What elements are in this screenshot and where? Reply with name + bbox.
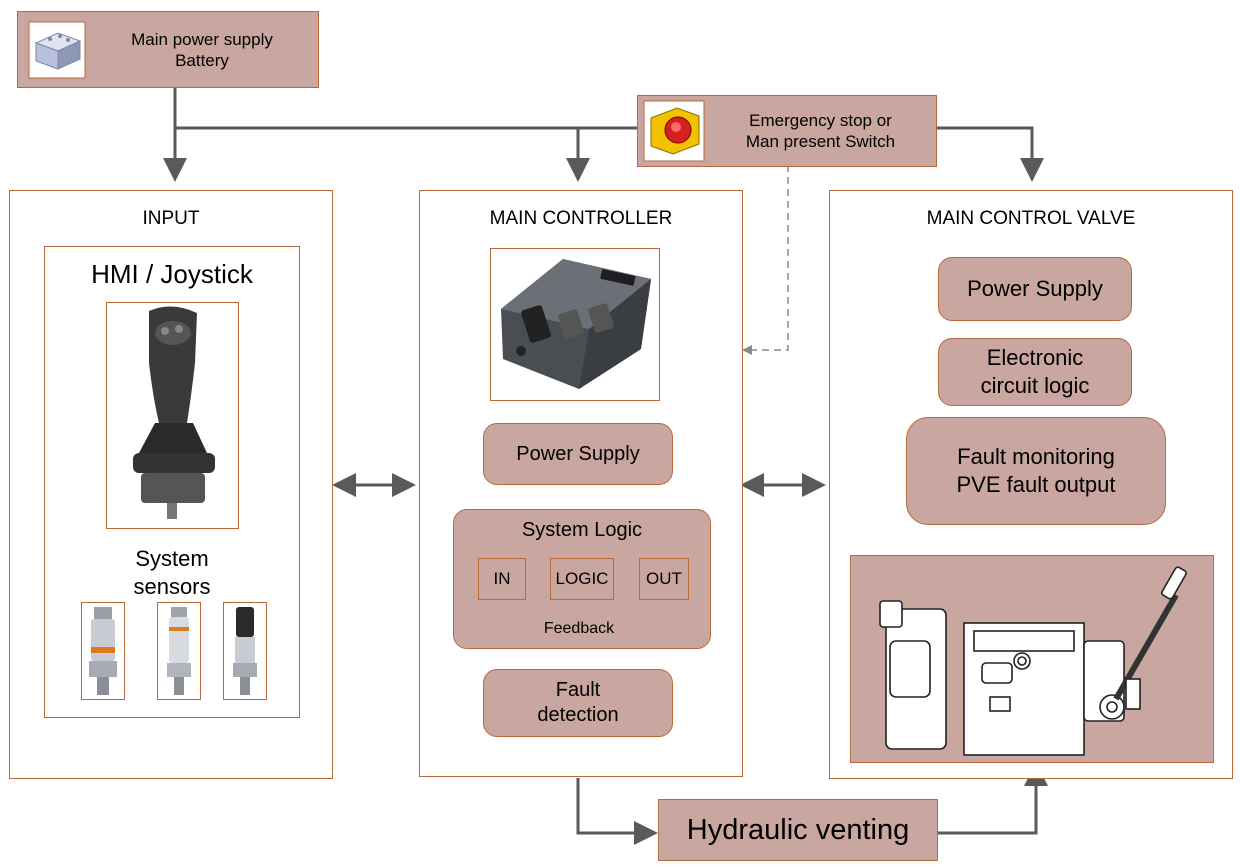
- controller-image-frame: [490, 248, 660, 401]
- emergency-stop-icon: [643, 100, 705, 162]
- system-logic-box: System Logic IN LOGIC OUT Feedback: [453, 509, 711, 649]
- control-valve-icon: [879, 566, 1187, 756]
- circuit-logic-line1: Electronic: [986, 345, 1084, 370]
- battery-box: Main power supply Battery: [17, 11, 319, 88]
- valve-power-supply: Power Supply: [938, 257, 1132, 321]
- feedback-label: Feedback: [543, 620, 615, 637]
- battery-label-line2: Battery: [175, 50, 229, 70]
- pressure-sensor-icon: [167, 607, 191, 695]
- valve-power-label: Power Supply: [967, 276, 1103, 301]
- logic-out-block: OUT: [639, 558, 689, 600]
- joystick-icon: [133, 306, 215, 519]
- sensors-label-line2: sensors: [133, 574, 211, 599]
- controller-title: MAIN CONTROLLER: [489, 208, 673, 229]
- controller-power-label: Power Supply: [516, 442, 640, 465]
- fault-detection-line1: Fault: [555, 679, 601, 701]
- logic-logic-block: LOGIC: [550, 558, 614, 600]
- logic-logic-label: LOGIC: [555, 569, 609, 588]
- valve-image-box: [850, 555, 1214, 763]
- controller-panel: MAIN CONTROLLER Power Supply System Logi…: [419, 190, 743, 777]
- controller-fault-detection: Fault detection: [483, 669, 673, 737]
- hmi-title: HMI / Joystick: [91, 259, 253, 289]
- logic-in-label: IN: [493, 569, 511, 588]
- valve-circuit-logic: Electronic circuit logic: [938, 338, 1132, 406]
- circuit-logic-line2: circuit logic: [980, 373, 1090, 398]
- controller-power-supply: Power Supply: [483, 423, 673, 485]
- valve-fault-monitoring: Fault monitoring PVE fault output: [906, 417, 1166, 525]
- hmi-frame: HMI / Joystick System sensors: [44, 246, 300, 718]
- sensor-frame-1: [81, 602, 125, 700]
- sensor-frame-3: [223, 602, 267, 700]
- estop-dashed-line: [742, 165, 789, 355]
- battery-label-line1: Main power supply: [131, 29, 273, 49]
- sensors-label-line1: System: [135, 546, 209, 571]
- logic-in-block: IN: [478, 558, 526, 600]
- estop-label-line2: Man present Switch: [745, 132, 896, 151]
- estop-box: Emergency stop or Man present Switch: [637, 95, 937, 167]
- pressure-sensor-icon: [233, 607, 257, 695]
- input-panel: INPUT HMI / Joystick System sensors: [9, 190, 333, 779]
- battery-icon: [28, 21, 86, 78]
- fault-monitoring-line2: PVE fault output: [956, 472, 1116, 497]
- hydraulic-venting-label: Hydraulic venting: [686, 813, 910, 846]
- joystick-frame: [106, 302, 239, 529]
- logic-out-label: OUT: [646, 569, 682, 588]
- hydraulic-venting-box: Hydraulic venting: [658, 799, 938, 861]
- fault-monitoring-line1: Fault monitoring: [957, 444, 1115, 469]
- input-title: INPUT: [142, 208, 200, 229]
- valve-title: MAIN CONTROL VALVE: [926, 208, 1136, 229]
- system-logic-title: System Logic: [521, 519, 643, 541]
- estop-label-line1: Emergency stop or: [749, 111, 892, 130]
- fault-detection-line2: detection: [537, 704, 619, 726]
- valve-panel: MAIN CONTROL VALVE Power Supply Electron…: [829, 190, 1233, 779]
- sensor-frame-2: [157, 602, 201, 700]
- controller-unit-icon: [501, 259, 651, 389]
- pressure-sensor-icon: [89, 607, 117, 695]
